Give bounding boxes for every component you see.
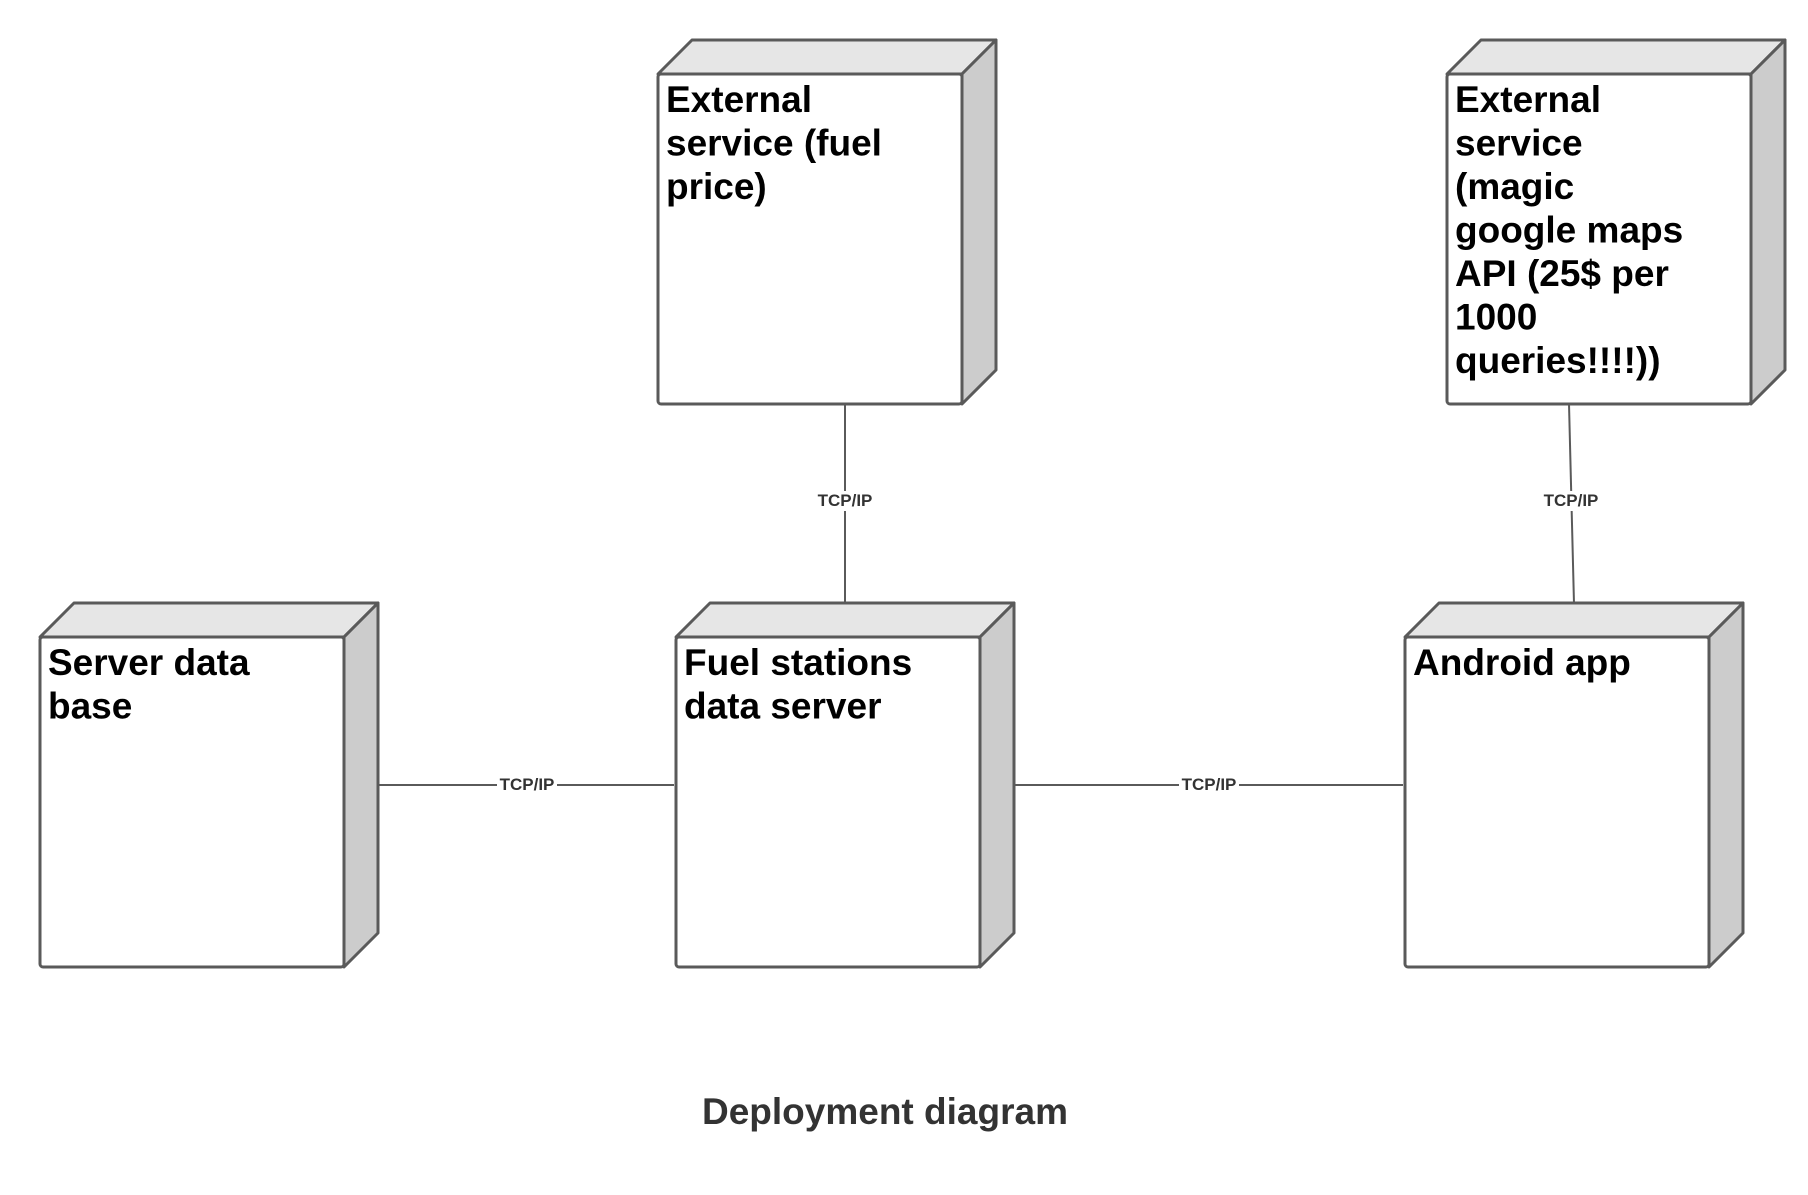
connection-data-server-to-android-app: TCP/IP bbox=[1014, 775, 1403, 795]
node-title-line: External bbox=[1455, 79, 1601, 120]
connection-google-maps-to-android-app: TCP/IP bbox=[1541, 403, 1601, 605]
node-top-face bbox=[1445, 38, 1787, 76]
node-top-face bbox=[656, 38, 998, 76]
node-top-face bbox=[38, 601, 380, 639]
connector-label-background bbox=[1541, 491, 1601, 511]
node-title-line: Android app bbox=[1413, 642, 1631, 683]
connections-layer: TCP/IP TCP/IP TCP/IP TCP/IP bbox=[378, 403, 1601, 795]
diagram-caption: Deployment diagram bbox=[702, 1091, 1068, 1132]
node-front-face bbox=[1403, 635, 1711, 969]
node-title-line: API (25$ per bbox=[1455, 253, 1669, 294]
connector-label-background bbox=[815, 491, 875, 511]
node-side-face bbox=[1749, 38, 1787, 406]
node-title-line: service bbox=[1455, 123, 1583, 164]
node-android-app[interactable]: Android app bbox=[1403, 601, 1745, 969]
node-title-line: (magic bbox=[1455, 166, 1574, 207]
node-title-line: google maps bbox=[1455, 210, 1683, 251]
node-title-line: price) bbox=[666, 166, 767, 207]
connector-label: TCP/IP bbox=[818, 491, 873, 510]
node-front-face bbox=[674, 635, 982, 969]
connection-server-db-to-data-server: TCP/IP bbox=[378, 775, 674, 795]
connection-fuel-price-to-data-server: TCP/IP bbox=[815, 404, 875, 604]
node-title-line: data server bbox=[684, 686, 881, 727]
node-title-line: service (fuel bbox=[666, 123, 882, 164]
node-title: Android app bbox=[1413, 642, 1631, 683]
connector-label-background bbox=[497, 775, 557, 795]
connector-label: TCP/IP bbox=[1544, 491, 1599, 510]
node-title-line: Fuel stations bbox=[684, 642, 912, 683]
connector-label-background bbox=[1179, 775, 1239, 795]
connector-label: TCP/IP bbox=[1182, 775, 1237, 794]
node-side-face bbox=[978, 601, 1016, 969]
node-side-face bbox=[342, 601, 380, 969]
connector-label: TCP/IP bbox=[500, 775, 555, 794]
node-title-line: 1000 bbox=[1455, 297, 1537, 338]
node-top-face bbox=[1403, 601, 1745, 639]
node-title-line: base bbox=[48, 686, 132, 727]
node-title-line: External bbox=[666, 79, 812, 120]
node-top-face bbox=[674, 601, 1016, 639]
node-title-line: queries!!!!)) bbox=[1455, 340, 1661, 381]
node-side-face bbox=[960, 38, 998, 406]
node-front-face bbox=[1445, 72, 1753, 406]
node-title-line: Server data bbox=[48, 642, 250, 683]
node-front-face bbox=[656, 72, 964, 406]
node-side-face bbox=[1707, 601, 1745, 969]
node-front-face bbox=[38, 635, 346, 969]
